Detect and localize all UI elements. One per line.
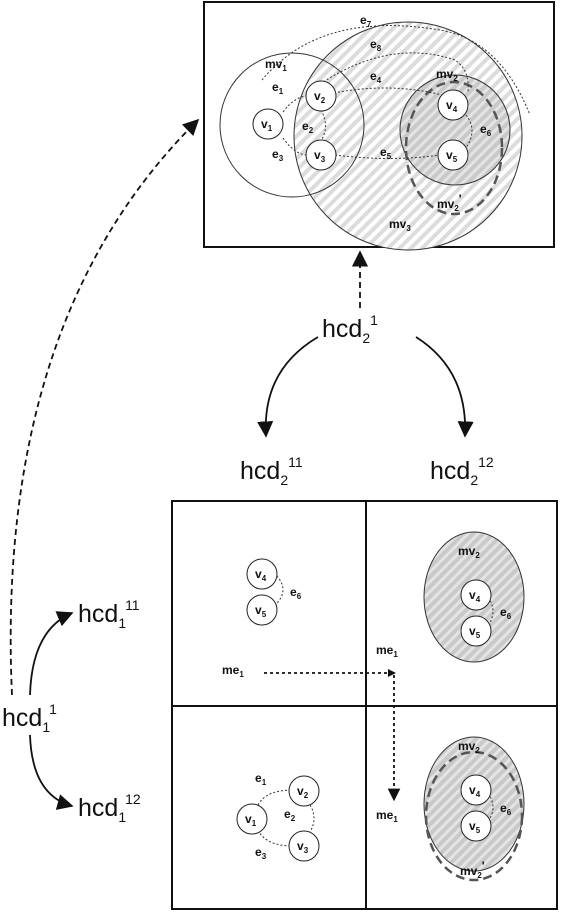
me1-connector-arrow xyxy=(264,672,401,802)
cell-br-label-mv2: mv2 xyxy=(458,739,480,755)
edge-e7 xyxy=(261,25,531,116)
vertex-v3 xyxy=(305,139,337,171)
label-hcd2-11: hcd211 xyxy=(240,454,303,488)
cell-br-label-me1: me1 xyxy=(376,808,398,824)
cell-br-label-e6: e6 xyxy=(500,801,512,817)
label-mv3: mv3 xyxy=(389,217,411,233)
label-mv2: mv2 xyxy=(436,67,458,83)
label-hcd2-12: hcd212 xyxy=(430,454,494,488)
cell-bottom-left: v1 v2 v3 e1 e2 e3 xyxy=(236,771,320,862)
label-e2: e2 xyxy=(302,119,314,135)
label-v4: v4 xyxy=(446,98,458,114)
cell-bl-vertex-v3 xyxy=(288,830,320,862)
cell-br-label-v5: v5 xyxy=(469,819,481,835)
me1-connector-head xyxy=(388,669,396,677)
cell-bl-vertex-v2 xyxy=(288,775,320,807)
vertex-v1 xyxy=(252,108,284,140)
cell-br-mv2-prime-ring xyxy=(424,750,524,882)
cell-bl-edge-e1 xyxy=(257,789,294,806)
label-e5: e5 xyxy=(380,145,392,161)
label-e8: e8 xyxy=(370,37,382,53)
vertex-v2 xyxy=(305,80,337,112)
cell-tl-label-e6: e6 xyxy=(290,585,302,601)
cell-top-left: v4 v5 e6 me1 xyxy=(222,558,302,679)
cell-bl-label-e3: e3 xyxy=(255,845,267,861)
label-e1: e1 xyxy=(272,80,284,96)
cell-tr-label-v5: v5 xyxy=(469,624,481,640)
cell-br-vertex-v4 xyxy=(460,774,492,806)
top-graph-panel: v1 v2 v3 v4 v5 e1 e2 e3 e4 e5 e6 e7 e8 m… xyxy=(203,1,555,251)
label-mv2-prime: mv2' xyxy=(437,192,462,213)
cell-tr-vertex-v4 xyxy=(460,579,492,611)
arrow-hcd1-1-to-12 xyxy=(29,734,74,810)
cell-bl-label-e1: e1 xyxy=(255,771,267,787)
cell-tl-label-v4: v4 xyxy=(255,567,267,583)
cell-br-vertex-v5 xyxy=(460,810,492,842)
top-vertices xyxy=(252,80,469,171)
cell-tl-vertex-v4 xyxy=(246,558,278,590)
label-hcd1-1: hcd11 xyxy=(2,701,57,735)
label-hcd1-12: hcd112 xyxy=(78,791,141,825)
cell-bl-label-v3: v3 xyxy=(297,839,309,855)
vertex-v4 xyxy=(437,89,469,121)
arrow-hcd2-1-to-11 xyxy=(257,336,319,438)
cell-top-right: mv2 v4 v5 e6 me1 xyxy=(376,531,525,663)
cell-bl-label-v1: v1 xyxy=(245,812,257,828)
edge-e6 xyxy=(465,114,473,149)
cell-br-label-v4: v4 xyxy=(469,783,481,799)
cell-bl-label-e2: e2 xyxy=(284,807,296,823)
cell-tl-vertex-v5 xyxy=(246,594,278,626)
mv2-circle xyxy=(399,74,511,186)
mv2-prime-ring xyxy=(404,80,504,216)
label-mv1: mv1 xyxy=(265,57,287,73)
label-v2: v2 xyxy=(314,89,326,105)
edge-e2 xyxy=(320,109,326,142)
cell-tr-label-e6: e6 xyxy=(500,605,512,621)
cell-tl-label-me1: me1 xyxy=(222,663,244,679)
cell-tr-label-me1: me1 xyxy=(376,643,398,659)
label-v1: v1 xyxy=(261,117,273,133)
label-e7: e7 xyxy=(360,13,372,29)
label-hcd1-11: hcd111 xyxy=(78,597,140,631)
cell-bl-label-v2: v2 xyxy=(297,784,309,800)
cell-tr-vertex-v5 xyxy=(460,615,492,647)
label-v5: v5 xyxy=(446,148,458,164)
arrow-hcd1-1-to-11 xyxy=(29,611,74,696)
label-hcd2-1: hcd21 xyxy=(322,312,378,346)
cell-br-label-mv2-prime: mv2' xyxy=(460,859,485,880)
cell-tr-label-v4: v4 xyxy=(469,588,481,604)
arrow-hcd1-to-top xyxy=(9,118,200,696)
cell-tl-label-v5: v5 xyxy=(255,603,267,619)
cell-bl-edge-e2 xyxy=(309,804,315,833)
bottom-grid: v4 v5 e6 me1 mv2 v4 v5 e6 me1 xyxy=(171,500,558,910)
cell-tr-label-mv2: mv2 xyxy=(458,544,480,560)
edge-e5 xyxy=(334,154,441,159)
label-e4: e4 xyxy=(370,69,382,85)
vertex-v5 xyxy=(437,139,469,171)
label-e3: e3 xyxy=(272,147,284,163)
edge-e4 xyxy=(333,87,443,96)
cell-bottom-right: mv2 v4 v5 e6 mv2' me1 xyxy=(376,736,525,882)
hierarchy-connectors xyxy=(9,118,474,810)
arrow-hcd2-1-to-12 xyxy=(415,336,474,438)
label-e6: e6 xyxy=(480,122,492,138)
label-v3: v3 xyxy=(314,148,326,164)
cell-bl-vertex-v1 xyxy=(236,803,268,835)
